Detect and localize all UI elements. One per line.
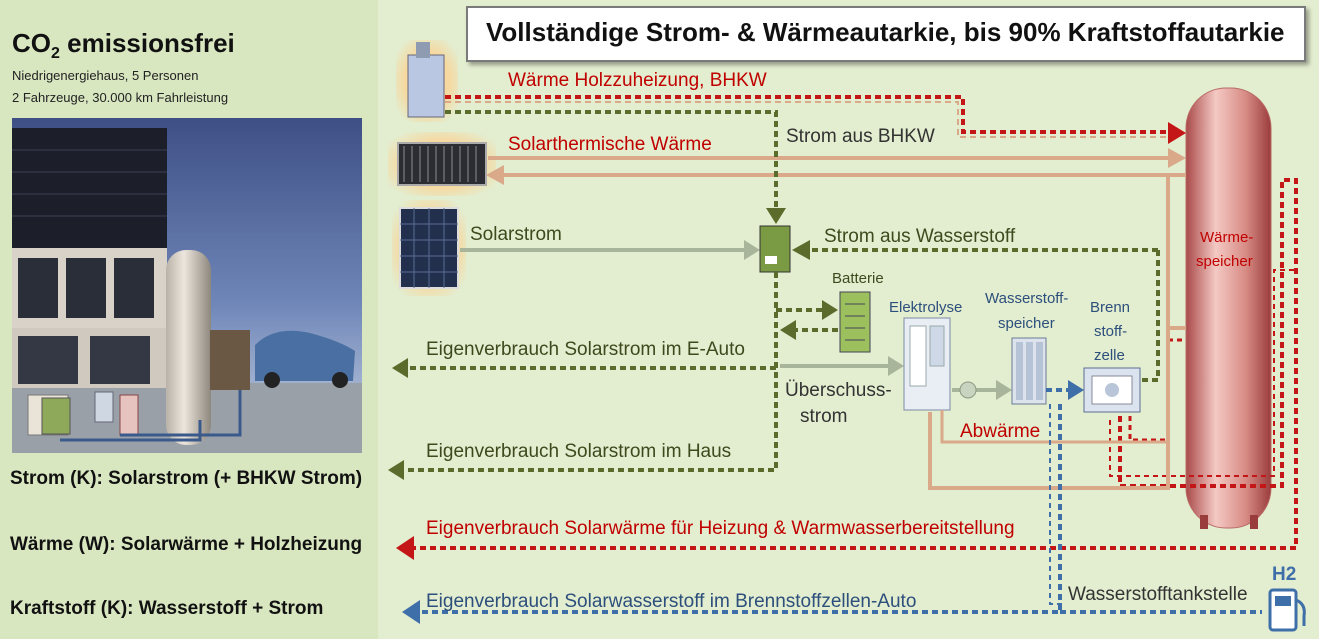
label-solarwasserstoff: Eigenverbrauch Solarwasserstoff im Brenn… [426, 591, 917, 612]
title-box: Vollständige Strom- & Wärmeautarkie, bis… [466, 6, 1306, 62]
label-brenn-1: Brenn [1090, 299, 1131, 316]
label-brenn-2: stoff- [1094, 323, 1128, 340]
label-solarwaerme: Eigenverbrauch Solarwärme für Heizung & … [426, 518, 1015, 539]
label-h2: H2 [1272, 564, 1297, 585]
heat-storage-tank [1185, 87, 1272, 529]
solar-thermal-collector-icon [388, 132, 496, 196]
summary-kraftstoff: Kraftstoff (K): Wasserstoff + Strom [10, 598, 324, 619]
label-strom-bhkw: Strom aus BHKW [786, 126, 935, 147]
label-brenn-3: zelle [1094, 347, 1125, 364]
label-tankstelle: Wasserstofftankstelle [1068, 584, 1248, 605]
vehicle-description: 2 Fahrzeuge, 30.000 km Fahrleistung [12, 90, 229, 105]
label-ueberschuss-1: Überschuss- [785, 380, 892, 401]
label-batterie: Batterie [832, 270, 884, 287]
summary-strom: Strom (K): Solarstrom (+ BHKW Strom) [10, 468, 363, 489]
label-waermespeicher-2: speicher [1196, 253, 1253, 270]
label-haus: Eigenverbrauch Solarstrom im Haus [426, 441, 732, 462]
page-title: Vollständige Strom- & Wärmeautarkie, bis… [486, 17, 1285, 47]
label-solarstrom: Solarstrom [470, 224, 562, 245]
label-wasserstoffspeicher-1: Wasserstoff- [985, 290, 1069, 307]
battery-icon [839, 291, 871, 353]
label-eauto: Eigenverbrauch Solarstrom im E-Auto [426, 339, 745, 360]
fuel-cell-icon [1083, 367, 1141, 413]
hydrogen-pump-icon [1268, 588, 1306, 632]
label-elektrolyse: Elektrolyse [889, 299, 963, 316]
label-strom-wasserstoff: Strom aus Wasserstoff [824, 226, 1016, 247]
label-solarthermisch: Solarthermische Wärme [508, 134, 712, 155]
label-ueberschuss-2: strom [800, 406, 848, 427]
co2-heading: CO2 emissionsfrei [12, 28, 235, 63]
label-wasserstoffspeicher-2: speicher [998, 315, 1055, 332]
electrolyzer-icon [903, 317, 951, 411]
inverter-icon [759, 225, 791, 273]
label-waermespeicher-1: Wärme- [1200, 229, 1254, 246]
house-description: Niedrigenergiehaus, 5 Personen [12, 68, 199, 83]
solar-pv-module-icon [392, 200, 466, 296]
summary-waerme: Wärme (W): Solarwärme + Holzheizung [10, 534, 363, 555]
label-abwaerme: Abwärme [960, 421, 1041, 442]
label-waerme-holz: Wärme Holzzuheizung, BHKW [508, 70, 767, 91]
wood-boiler-icon [396, 40, 458, 122]
hydrogen-storage-icon [1011, 337, 1047, 405]
